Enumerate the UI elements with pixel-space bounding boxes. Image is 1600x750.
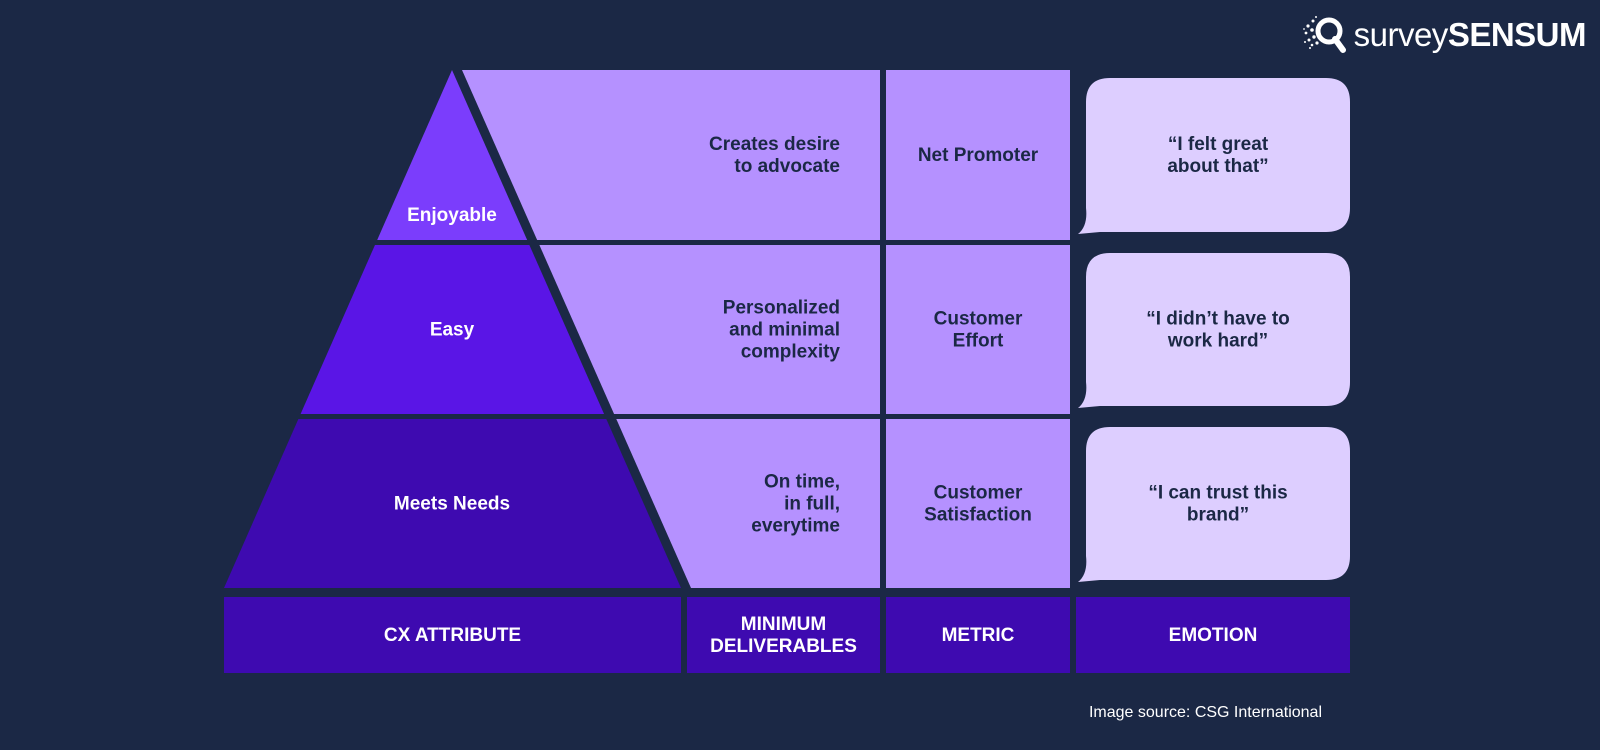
deliverable-label-line: in full, bbox=[784, 493, 840, 514]
emotion-speech-bubble bbox=[1078, 253, 1350, 408]
header-metric-line: METRIC bbox=[942, 625, 1015, 646]
deliverable-label: On time,in full,everytime bbox=[751, 471, 840, 536]
cx-attribute-label: Meets Needs bbox=[394, 493, 510, 514]
metric-label: Net Promoter bbox=[918, 145, 1039, 166]
header-metric-cell bbox=[886, 597, 1070, 673]
cx-attribute-label-line: Enjoyable bbox=[407, 205, 497, 226]
metric-cell bbox=[886, 245, 1070, 414]
emotion-speech-bubble bbox=[1078, 78, 1350, 234]
metric-label-line: Net Promoter bbox=[918, 145, 1039, 166]
logo-wordmark: surveySENSUM bbox=[1353, 15, 1587, 53]
deliverable-cell bbox=[462, 70, 880, 240]
pyramid-tier-meets-needs bbox=[224, 419, 681, 588]
header-metric: METRIC bbox=[942, 625, 1015, 646]
emotion-quote-line: brand” bbox=[1187, 504, 1249, 525]
cx-attribute-label-line: Easy bbox=[430, 319, 475, 340]
logo-prefix: survey bbox=[1353, 15, 1449, 53]
cx-attribute-label-line: Meets Needs bbox=[394, 493, 510, 514]
deliverable-label-line: to advocate bbox=[734, 156, 840, 177]
header-minimum-deliverables-line: MINIMUM bbox=[741, 614, 826, 635]
emotion-quote-line: about that” bbox=[1167, 156, 1268, 177]
cx-attribute-label: Easy bbox=[430, 319, 475, 340]
metric-label-line: Satisfaction bbox=[924, 504, 1032, 525]
metric-cell bbox=[886, 419, 1070, 588]
deliverable-label-line: everytime bbox=[751, 515, 840, 536]
metric-label-line: Effort bbox=[953, 330, 1004, 351]
emotion-speech-bubble bbox=[1078, 427, 1350, 582]
header-emotion-cell bbox=[1076, 597, 1350, 673]
header-cx-attribute-cell bbox=[224, 597, 681, 673]
cx-attribute-label: Enjoyable bbox=[407, 205, 497, 226]
deliverable-cell bbox=[539, 245, 880, 414]
header-emotion: EMOTION bbox=[1169, 625, 1258, 646]
deliverable-label-line: Creates desire bbox=[709, 134, 840, 155]
surveysensum-logo: surveySENSUM bbox=[1302, 12, 1587, 56]
logo-suffix: SENSUM bbox=[1447, 15, 1587, 53]
deliverable-label-line: and minimal bbox=[729, 319, 840, 340]
emotion-quote-line: “I didn’t have to bbox=[1146, 308, 1290, 329]
magnifier-dots-icon bbox=[1302, 16, 1346, 53]
deliverable-cell bbox=[616, 419, 880, 588]
metric-label-line: Customer bbox=[934, 308, 1023, 329]
header-emotion-line: EMOTION bbox=[1169, 625, 1258, 646]
metric-cell bbox=[886, 70, 1070, 240]
pyramid-tier-easy bbox=[300, 245, 605, 414]
emotion-quote-line: “I felt great bbox=[1168, 134, 1269, 155]
emotion-quote-line: work hard” bbox=[1167, 330, 1268, 351]
header-cx-attribute-line: CX ATTRIBUTE bbox=[384, 625, 521, 646]
header-minimum-deliverables-cell bbox=[687, 597, 880, 673]
image-source-note: Image source: CSG International bbox=[1088, 704, 1322, 721]
pyramid-tier-enjoyable bbox=[377, 70, 528, 240]
header-minimum-deliverables-line: DELIVERABLES bbox=[710, 636, 857, 657]
deliverable-label-line: complexity bbox=[741, 341, 841, 362]
metric-label-line: Customer bbox=[934, 482, 1023, 503]
header-cx-attribute: CX ATTRIBUTE bbox=[384, 625, 521, 646]
emotion-quote-line: “I can trust this bbox=[1148, 482, 1287, 503]
deliverable-label-line: On time, bbox=[764, 471, 840, 492]
deliverable-label-line: Personalized bbox=[723, 297, 840, 318]
